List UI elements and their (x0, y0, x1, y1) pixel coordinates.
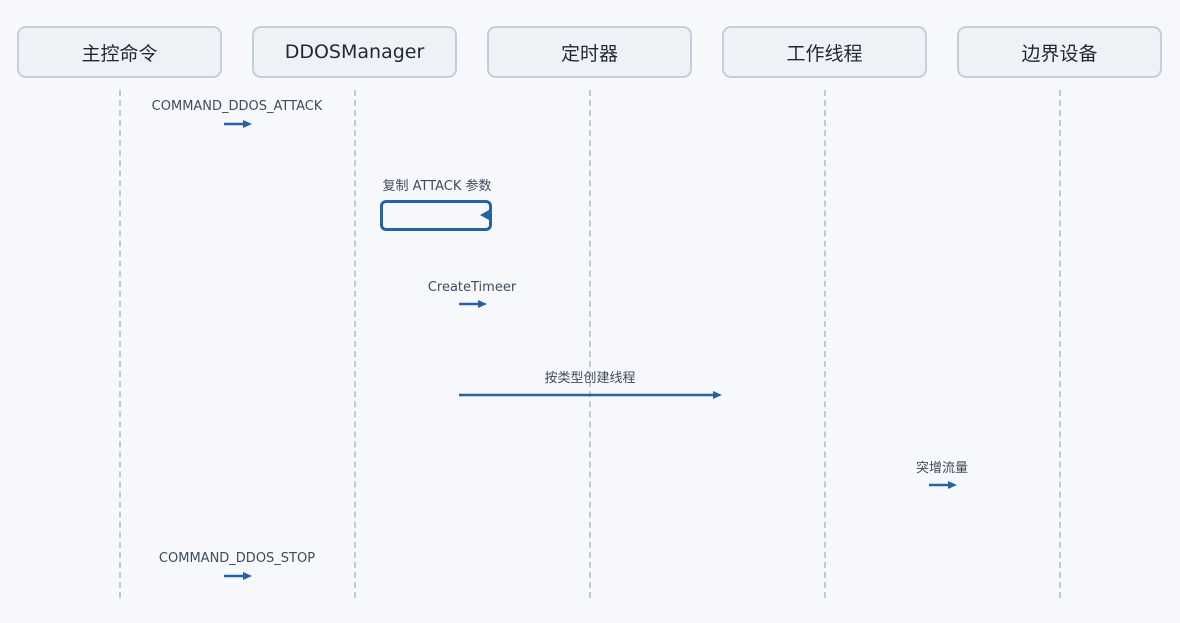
participant-ddos-manager: DDOSManager (252, 26, 457, 78)
message-label-create-timer: CreateTimeer (427, 280, 517, 295)
lifeline-worker-thread (824, 90, 826, 598)
lifeline-main-command (119, 90, 121, 598)
participant-main-command: 主控命令 (17, 26, 222, 78)
arrow-create-timer (459, 300, 487, 308)
arrow-traffic-surge (929, 481, 957, 489)
arrow-ddos-stop (224, 572, 252, 580)
lifeline-timer (589, 90, 591, 598)
arrow-create-threads (459, 391, 722, 399)
message-label-ddos-attack: COMMAND_DDOS_ATTACK (151, 99, 323, 114)
participant-timer: 定时器 (487, 26, 692, 78)
participant-edge-device: 边界设备 (957, 26, 1162, 78)
self-message-box (380, 200, 492, 231)
message-label-traffic-surge: 突增流量 (915, 461, 969, 476)
lifeline-edge-device (1059, 90, 1061, 598)
arrow-self-copy-params (480, 210, 489, 220)
message-label-create-threads: 按类型创建线程 (544, 371, 636, 386)
message-label-ddos-stop: COMMAND_DDOS_STOP (158, 551, 316, 566)
arrow-ddos-attack (224, 120, 252, 128)
message-label-copy-attack-params: 复制 ATTACK 参数 (382, 179, 492, 194)
participant-worker-thread: 工作线程 (722, 26, 927, 78)
lifeline-ddos-manager (354, 90, 356, 598)
